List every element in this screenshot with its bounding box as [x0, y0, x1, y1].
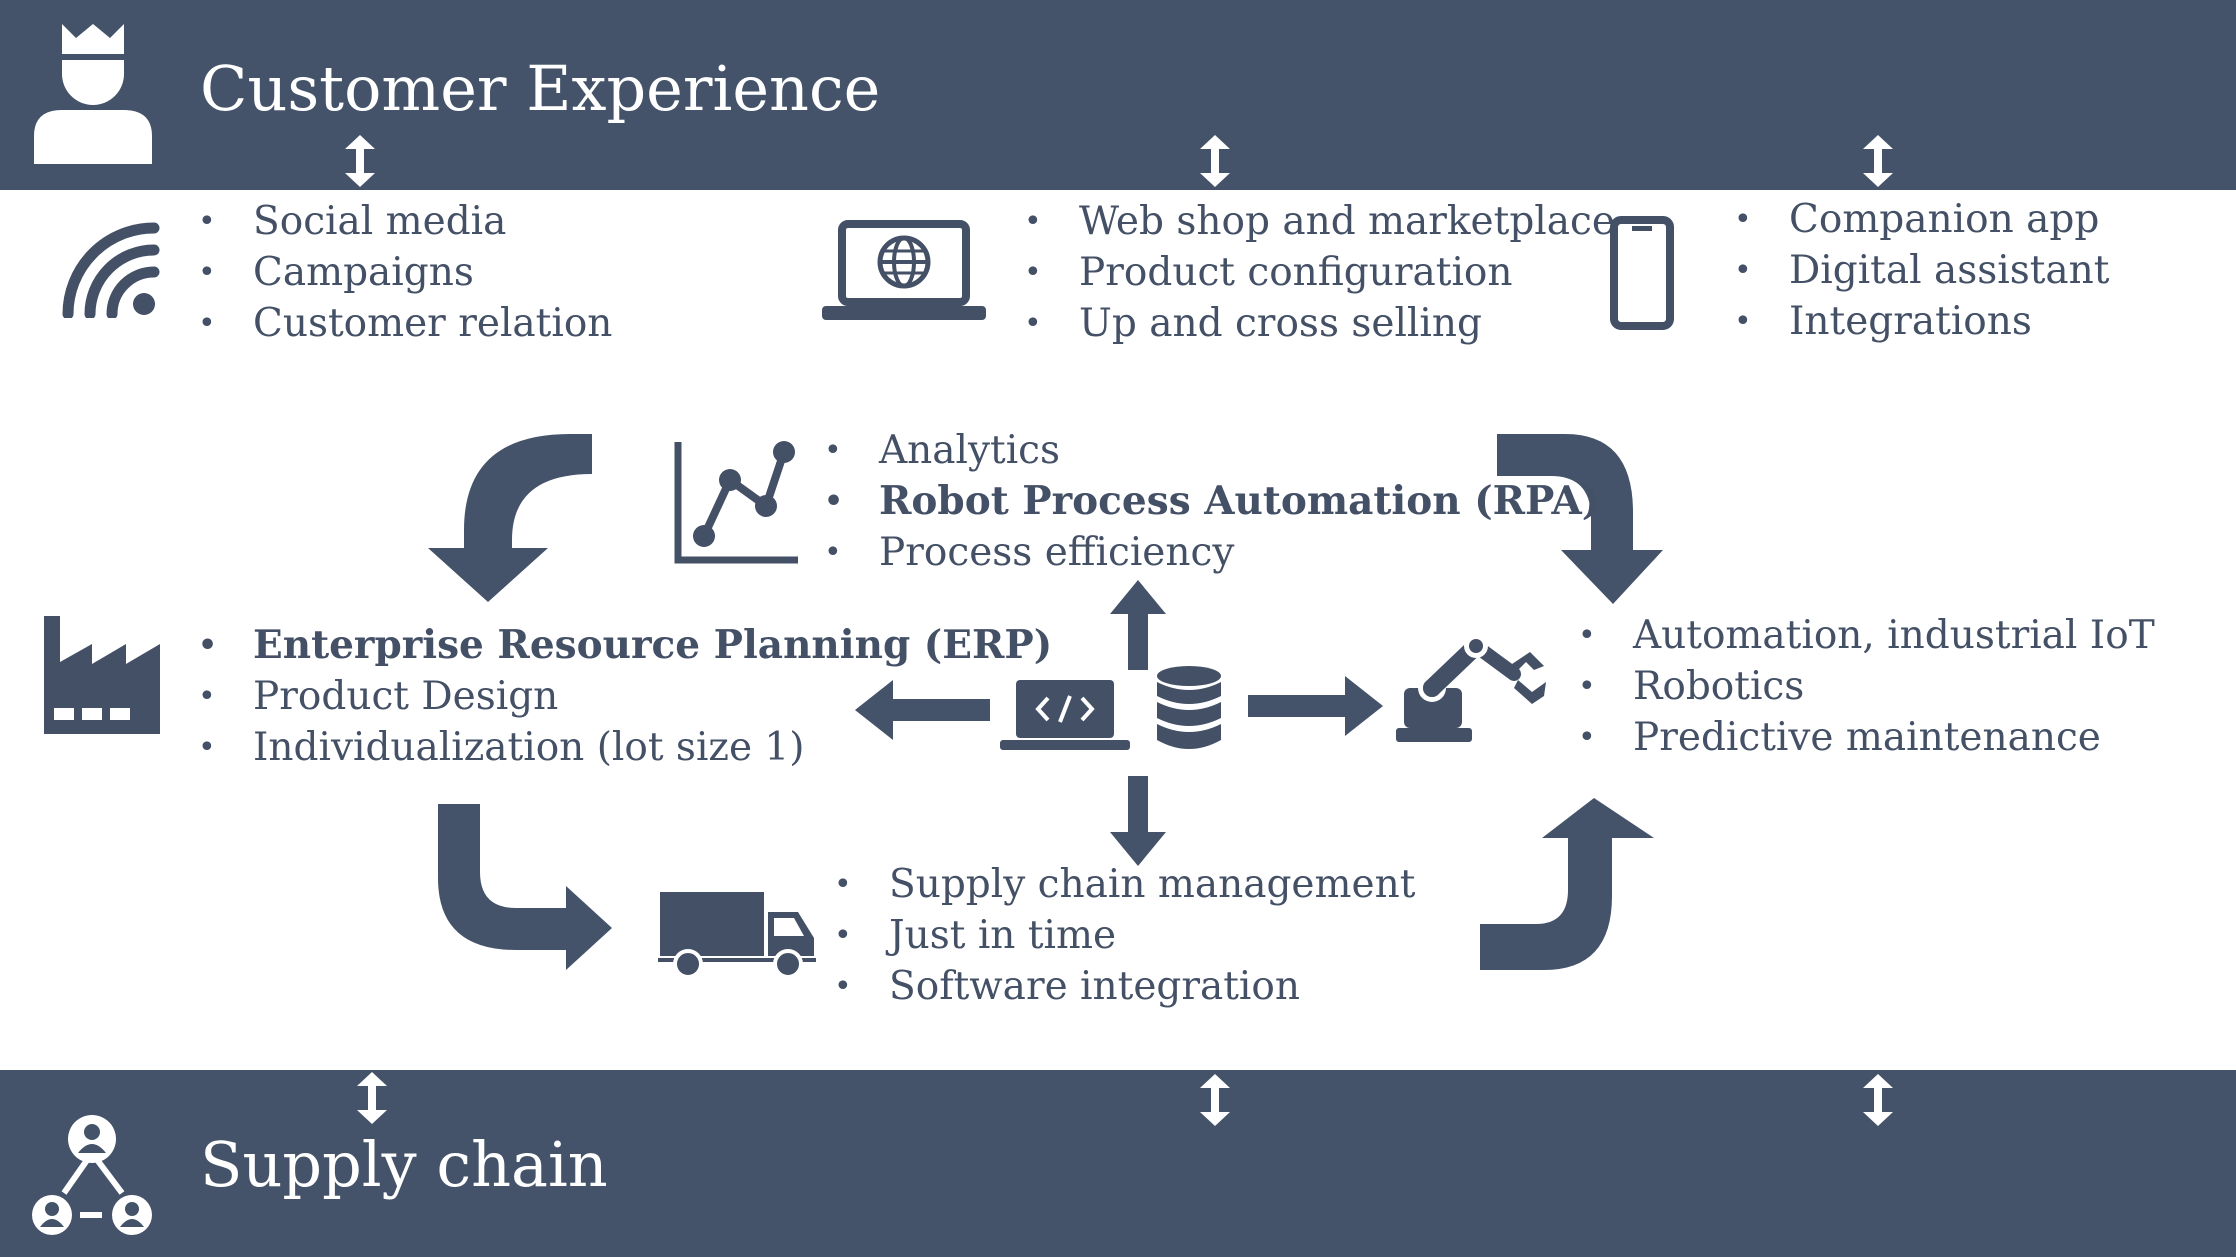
laptop-code-icon: [1000, 680, 1130, 750]
automation-list: Automation, industrial IoT Robotics Pred…: [1578, 610, 2155, 763]
automation-item: Predictive maintenance: [1578, 712, 2155, 763]
social-item: Campaigns: [198, 247, 612, 298]
curved-arrow-icon: [428, 434, 592, 602]
webshop-item: Up and cross selling: [1024, 298, 1615, 349]
network-people-icon: [32, 1115, 152, 1235]
arrow-up-icon: [1110, 580, 1166, 670]
automation-item: Robotics: [1578, 661, 2155, 712]
webshop-item: Product configuration: [1024, 247, 1615, 298]
automation-item: Automation, industrial IoT: [1578, 610, 2155, 661]
erp-item: Individualization (lot size 1): [198, 722, 1052, 773]
erp-item: Enterprise Resource Planning (ERP): [198, 620, 1052, 671]
customer-icon: [34, 24, 152, 164]
robot-arm-icon: [1396, 634, 1546, 742]
footer-band: Supply chain: [0, 1070, 2236, 1257]
webshop-item: Web shop and marketplace: [1024, 196, 1615, 247]
curved-arrow-icon: [438, 804, 612, 970]
analytics-item: Analytics: [824, 425, 1600, 476]
mobile-list: Companion app Digital assistant Integrat…: [1734, 194, 2109, 347]
wifi-icon: [62, 222, 160, 318]
factory-icon: [44, 616, 160, 734]
social-item: Customer relation: [198, 298, 612, 349]
mobile-item: Companion app: [1734, 194, 2109, 245]
supply-item: Just in time: [834, 910, 1415, 961]
social-item: Social media: [198, 196, 612, 247]
laptop-globe-icon: [822, 220, 986, 320]
double-arrow-icon: [1863, 135, 1893, 187]
smartphone-icon: [1610, 216, 1674, 330]
arrow-right-icon: [1248, 676, 1383, 736]
footer-title: Supply chain: [200, 1128, 608, 1201]
mobile-item: Integrations: [1734, 296, 2109, 347]
curved-arrow-icon: [1497, 434, 1663, 604]
erp-item: Product Design: [198, 671, 1052, 722]
analytics-item: Process efficiency: [824, 527, 1600, 578]
analytics-list: Analytics Robot Process Automation (RPA)…: [824, 425, 1600, 578]
mobile-item: Digital assistant: [1734, 245, 2109, 296]
database-icon: [1157, 666, 1221, 749]
double-arrow-icon: [1863, 1074, 1893, 1126]
curved-arrow-icon: [1480, 798, 1654, 970]
analytics-item: Robot Process Automation (RPA): [824, 476, 1600, 527]
double-arrow-icon: [345, 135, 375, 187]
erp-list: Enterprise Resource Planning (ERP) Produ…: [198, 620, 1052, 773]
arrow-left-icon: [855, 680, 990, 740]
chart-icon: [674, 441, 798, 564]
social-list: Social media Campaigns Customer relation: [198, 196, 612, 349]
supply-item: Software integration: [834, 961, 1415, 1012]
header-title: Customer Experience: [200, 52, 881, 125]
webshop-list: Web shop and marketplace Product configu…: [1024, 196, 1615, 349]
arrow-down-icon: [1110, 776, 1166, 866]
truck-icon: [658, 892, 816, 978]
double-arrow-icon: [1200, 135, 1230, 187]
supply-item: Supply chain management: [834, 859, 1415, 910]
double-arrow-icon: [1200, 1074, 1230, 1126]
header-band: Customer Experience: [0, 0, 2236, 190]
supply-list: Supply chain management Just in time Sof…: [834, 859, 1415, 1012]
double-arrow-icon: [357, 1072, 387, 1124]
